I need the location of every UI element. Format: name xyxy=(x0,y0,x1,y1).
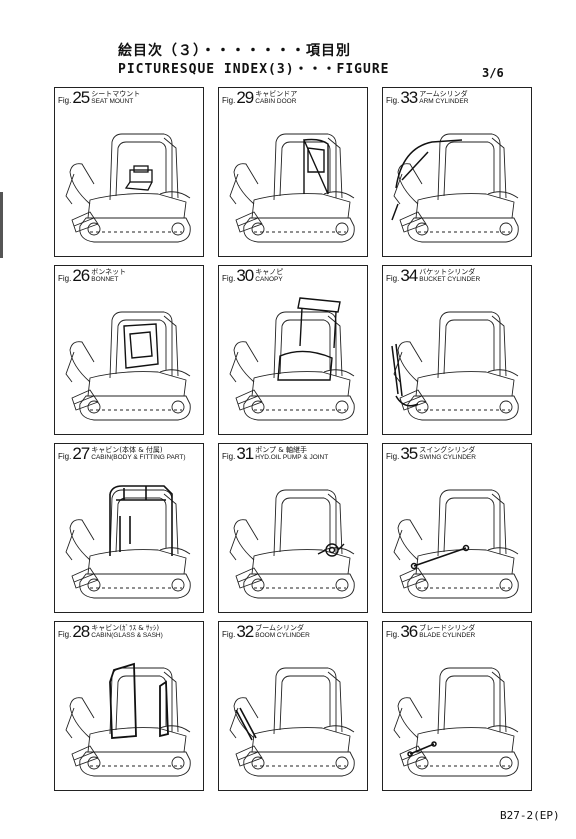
fig-label-jp: ブレードシリンダ xyxy=(419,624,476,632)
fig-label-en: CABIN DOOR xyxy=(255,98,297,105)
fig-prefix: Fig. xyxy=(58,274,72,283)
fig-number: 28 xyxy=(72,622,90,641)
fig-prefix: Fig. xyxy=(386,274,400,283)
fig-label-jp: ブームシリンダ xyxy=(255,624,305,632)
fig-prefix: Fig. xyxy=(222,96,236,105)
page-number: 3/6 xyxy=(482,66,504,80)
excavator-illustration-icon xyxy=(59,286,201,432)
fig-number: 34 xyxy=(400,266,418,285)
figure-label: Fig. 27 キャビン(本体 & 付属)CABIN(BODY & FITTIN… xyxy=(58,445,186,462)
fig-prefix: Fig. xyxy=(222,630,236,639)
fig-label-jp: バケットシリンダ xyxy=(419,268,476,276)
index-title-english: PICTURESQUE INDEX(3)・・・FIGURE xyxy=(118,62,390,77)
fig-label-en: CANOPY xyxy=(255,276,283,283)
fig-label-en: BUCKET CYLINDER xyxy=(419,276,481,283)
fig-prefix: Fig. xyxy=(386,630,400,639)
fig-prefix: Fig. xyxy=(58,630,72,639)
document-code: B27-2(EP) xyxy=(500,809,560,822)
fig-label-jp: スイングシリンダ xyxy=(419,446,476,454)
index-title-japanese: 絵目次（３）・・・・・・・項目別 xyxy=(118,43,351,59)
fig-prefix: Fig. xyxy=(386,452,400,461)
fig-prefix: Fig. xyxy=(58,96,72,105)
fig-label-jp: シートマウント xyxy=(91,90,141,98)
fig-number: 31 xyxy=(236,444,254,463)
excavator-illustration-icon xyxy=(223,642,365,788)
excavator-illustration-icon xyxy=(223,286,365,432)
fig-prefix: Fig. xyxy=(222,452,236,461)
fig-label-jp: キャノピ xyxy=(255,268,284,276)
fig-label-jp: キャビン(ｶﾞﾗｽ & ｻｯｼ) xyxy=(91,624,160,632)
excavator-illustration-icon xyxy=(59,108,201,254)
fig-label-en: CABIN(BODY & FITTING PART) xyxy=(91,454,186,461)
fig-number: 30 xyxy=(236,266,254,285)
fig-label-jp: キャビンドア xyxy=(255,90,298,98)
excavator-illustration-icon xyxy=(387,108,529,254)
excavator-illustration-icon xyxy=(387,286,529,432)
fig-number: 32 xyxy=(236,622,254,641)
fig-label-en: SWING CYLINDER xyxy=(419,454,476,461)
fig-label-en: CABIN(GLASS & SASH) xyxy=(91,632,163,639)
fig-label-jp: ボンネット xyxy=(91,268,127,276)
excavator-illustration-icon xyxy=(387,642,529,788)
excavator-illustration-icon xyxy=(223,464,365,610)
fig-label-en: SEAT MOUNT xyxy=(91,98,134,105)
fig-number: 25 xyxy=(72,88,90,107)
figure-cell[interactable]: Fig. 28 キャビン(ｶﾞﾗｽ & ｻｯｼ)CABIN(GLASS & SA… xyxy=(54,621,204,791)
fig-prefix: Fig. xyxy=(386,96,400,105)
fig-prefix: Fig. xyxy=(222,274,236,283)
excavator-illustration-icon xyxy=(59,642,201,788)
page-edge-mark xyxy=(0,192,3,258)
excavator-illustration-icon xyxy=(387,464,529,610)
fig-label-en: BONNET xyxy=(91,276,119,283)
figure-cell[interactable]: Fig. 27 キャビン(本体 & 付属)CABIN(BODY & FITTIN… xyxy=(54,443,204,613)
figure-label: Fig. 28 キャビン(ｶﾞﾗｽ & ｻｯｼ)CABIN(GLASS & SA… xyxy=(58,623,163,640)
excavator-illustration-icon xyxy=(59,464,201,610)
fig-label-en: HYD.OIL PUMP & JOINT xyxy=(255,454,329,461)
fig-label-en: BLADE CYLINDER xyxy=(419,632,476,639)
fig-label-jp: ポンプ & 軸継手 xyxy=(255,446,307,454)
fig-number: 27 xyxy=(72,444,90,463)
fig-label-jp: キャビン(本体 & 付属) xyxy=(91,446,163,454)
fig-number: 33 xyxy=(400,88,418,107)
fig-prefix: Fig. xyxy=(58,452,72,461)
fig-number: 35 xyxy=(400,444,418,463)
fig-label-en: ARM CYLINDER xyxy=(419,98,469,105)
fig-number: 36 xyxy=(400,622,418,641)
fig-number: 26 xyxy=(72,266,90,285)
fig-number: 29 xyxy=(236,88,254,107)
excavator-illustration-icon xyxy=(223,108,365,254)
fig-label-jp: アームシリンダ xyxy=(419,90,468,98)
fig-label-en: BOOM CYLINDER xyxy=(255,632,310,639)
